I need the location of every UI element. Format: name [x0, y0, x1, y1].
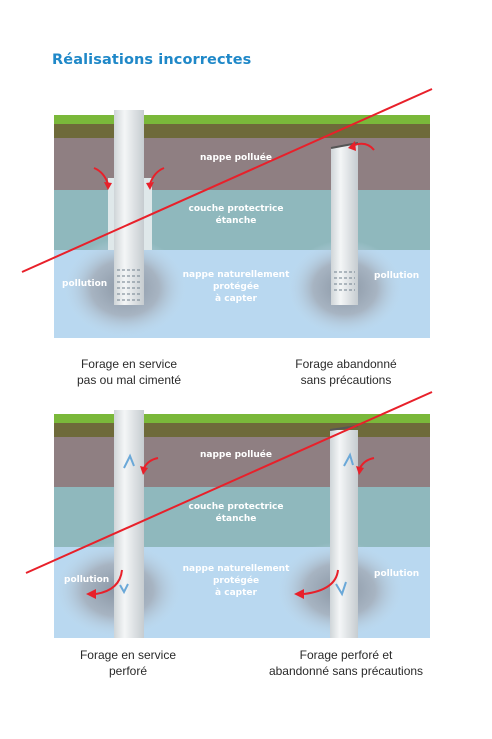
screen-slots-left — [117, 269, 141, 301]
borehole-in-service — [114, 110, 144, 305]
layer-label-line: étanche — [216, 215, 257, 226]
layer-label-line: étanche — [216, 513, 257, 524]
caption-line: Forage en service — [79, 648, 177, 662]
topsoil-layer — [54, 423, 430, 437]
incorrect-strike-line — [21, 88, 433, 273]
borehole-perforated-in-service — [114, 410, 144, 638]
layer-label-polluted: nappe polluée — [200, 449, 272, 460]
page-title: Réalisations incorrectes — [52, 52, 252, 68]
caption-line: Forage perforé et — [299, 648, 393, 662]
layer-label-line: couche protectrice — [189, 204, 284, 214]
pollution-label-right: pollution — [374, 271, 419, 281]
layer-label-line: protégée — [213, 575, 259, 586]
caption-line: sans précautions — [300, 372, 392, 387]
layer-label-line: couche protectrice — [189, 502, 284, 512]
pollution-label-right: pollution — [374, 569, 419, 579]
layer-label-line: protégée — [213, 281, 259, 292]
borehole-perforated-abandoned — [330, 430, 358, 638]
borehole-abandoned — [331, 143, 358, 305]
infiltration-arrows — [95, 457, 375, 595]
caption-borehole-perforated-abandoned: Forage perforé et abandonné sans précaut… — [246, 648, 446, 679]
incorrect-strike-line — [25, 391, 433, 574]
polluted-aquifer-layer — [54, 437, 430, 487]
screen-slots-right — [334, 271, 355, 291]
arrow-heads — [86, 466, 364, 599]
layer-label-line: nappe naturellement — [183, 270, 290, 280]
layer-label-line: nappe naturellement — [183, 564, 290, 574]
layer-label-polluted: nappe polluée — [200, 152, 272, 163]
caption-borehole-abandoned: Forage abandonné sans précautions — [246, 357, 446, 388]
perforation-marks — [119, 452, 354, 597]
grass-layer — [54, 115, 430, 124]
caption-line: Forage abandonné — [295, 357, 397, 371]
pollution-label-left: pollution — [64, 575, 109, 585]
caption-borehole-perforated-in-service: Forage en service perforé — [28, 648, 228, 679]
topsoil-layer — [54, 124, 430, 138]
layer-label-line: à capter — [215, 294, 257, 304]
caption-line: Forage en service — [80, 357, 178, 371]
caption-line: pas ou mal cimenté — [76, 372, 182, 387]
arrow-heads — [104, 141, 356, 190]
caption-line: abandonné sans précautions — [268, 663, 424, 678]
caption-line: perforé — [108, 663, 148, 678]
grass-layer — [54, 414, 430, 423]
caption-borehole-in-service: Forage en service pas ou mal cimenté — [29, 357, 229, 388]
layer-label-line: à capter — [215, 588, 257, 598]
pollution-label-left: pollution — [62, 279, 107, 289]
